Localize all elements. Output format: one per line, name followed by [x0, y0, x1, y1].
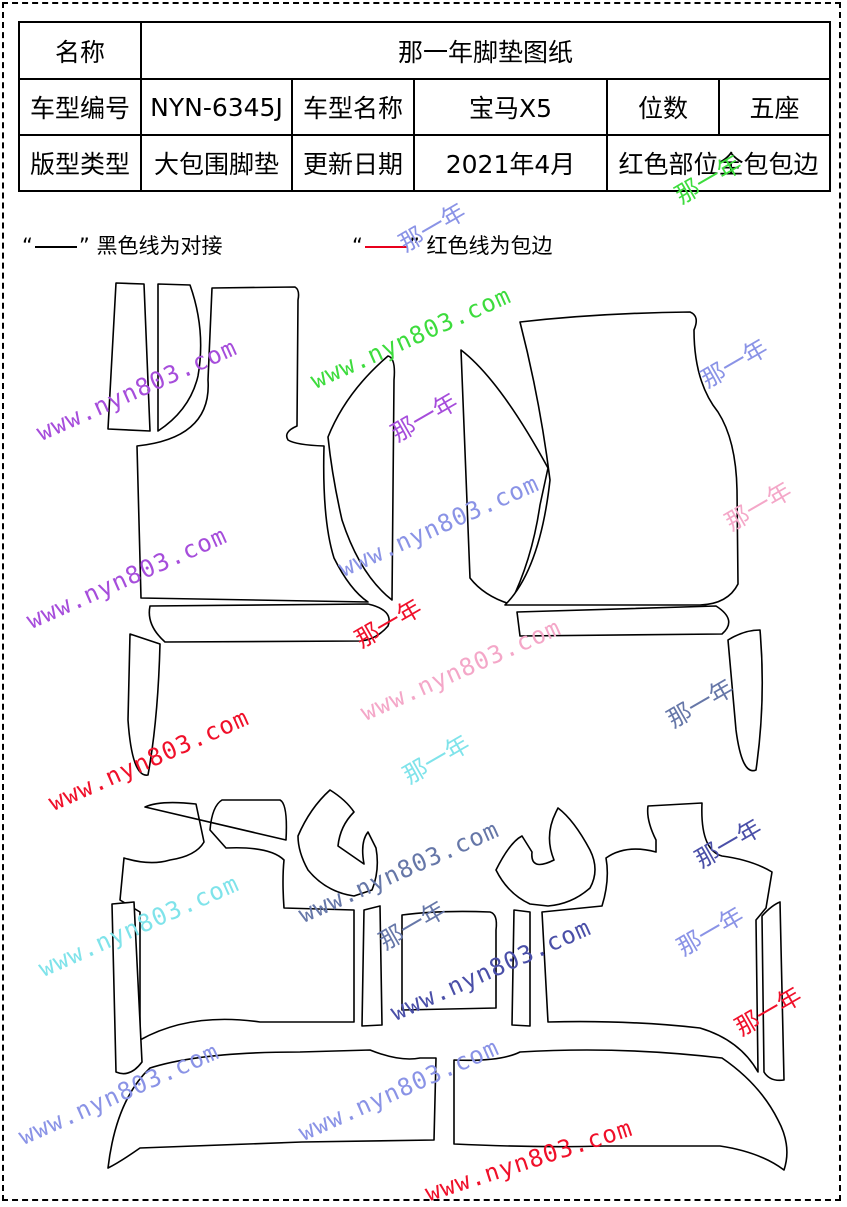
red-line-sample	[364, 246, 407, 248]
rear-right-main-mat	[541, 802, 773, 1073]
front-right-main-mat	[504, 311, 739, 606]
front-left-door-strip	[127, 633, 161, 776]
rear-center-tunnel-right-strip	[511, 909, 531, 1027]
front-left-heel-pad	[327, 355, 396, 601]
black-line-sample	[34, 246, 77, 248]
rear-left-main-mat	[119, 799, 355, 1041]
model-name-label: 车型名称	[291, 78, 415, 136]
rear-left-hump-piece	[297, 789, 379, 897]
spec-table: 名称 那一年脚垫图纸 车型编号 NYN-6345J 车型名称 宝马X5 位数 五…	[18, 21, 832, 192]
model-no-value: NYN-6345J	[140, 78, 293, 136]
front-left-sill-strip	[148, 603, 390, 643]
date-label: 更新日期	[291, 134, 415, 192]
rear-left-seat-apron	[107, 1049, 437, 1169]
red-note: 红色部位全包包边	[605, 134, 832, 192]
legend-red-open-quote: “	[352, 234, 363, 258]
legend-red-text: 红色线为包边	[426, 234, 553, 258]
legend-black-close-quote: ”	[78, 234, 90, 258]
spec-row-name: 名称 那一年脚垫图纸	[18, 21, 832, 80]
legend-black-text: 黑色线为对接	[96, 234, 223, 258]
rear-right-seat-apron	[453, 1049, 788, 1171]
type-label: 版型类型	[18, 134, 142, 192]
model-name-value: 宝马X5	[413, 78, 608, 136]
rear-center-tunnel-mat	[401, 910, 498, 1011]
front-left-main-mat	[136, 286, 369, 603]
spec-row-type: 版型类型 大包围脚垫 更新日期 2021年4月 红色部位全包包边	[18, 134, 832, 192]
legend-black-open-quote: “	[22, 234, 33, 258]
type-value: 大包围脚垫	[140, 134, 293, 192]
seats-value: 五座	[717, 78, 832, 136]
front-right-door-strip	[727, 629, 764, 772]
spec-row-model: 车型编号 NYN-6345J 车型名称 宝马X5 位数 五座	[18, 78, 832, 136]
model-no-label: 车型编号	[18, 78, 142, 136]
legend-red-close-quote: ”	[408, 234, 420, 258]
front-left-pillar-strip	[157, 283, 202, 432]
rear-center-tunnel-left-strip	[361, 905, 383, 1027]
name-label: 名称	[18, 21, 142, 80]
rear-right-outer-strip	[761, 901, 785, 1082]
front-left-side-strip	[107, 282, 151, 432]
date-value: 2021年4月	[413, 134, 608, 192]
legend-red: “ ” 红色线为包边	[352, 230, 552, 260]
name-value: 那一年脚垫图纸	[139, 21, 832, 80]
rear-left-outer-strip	[111, 901, 143, 1075]
front-right-sill-strip	[516, 605, 730, 637]
rear-right-hump-piece	[495, 807, 596, 907]
legend-black: “ ” 黑色线为对接	[22, 230, 222, 260]
seats-label: 位数	[606, 78, 720, 136]
